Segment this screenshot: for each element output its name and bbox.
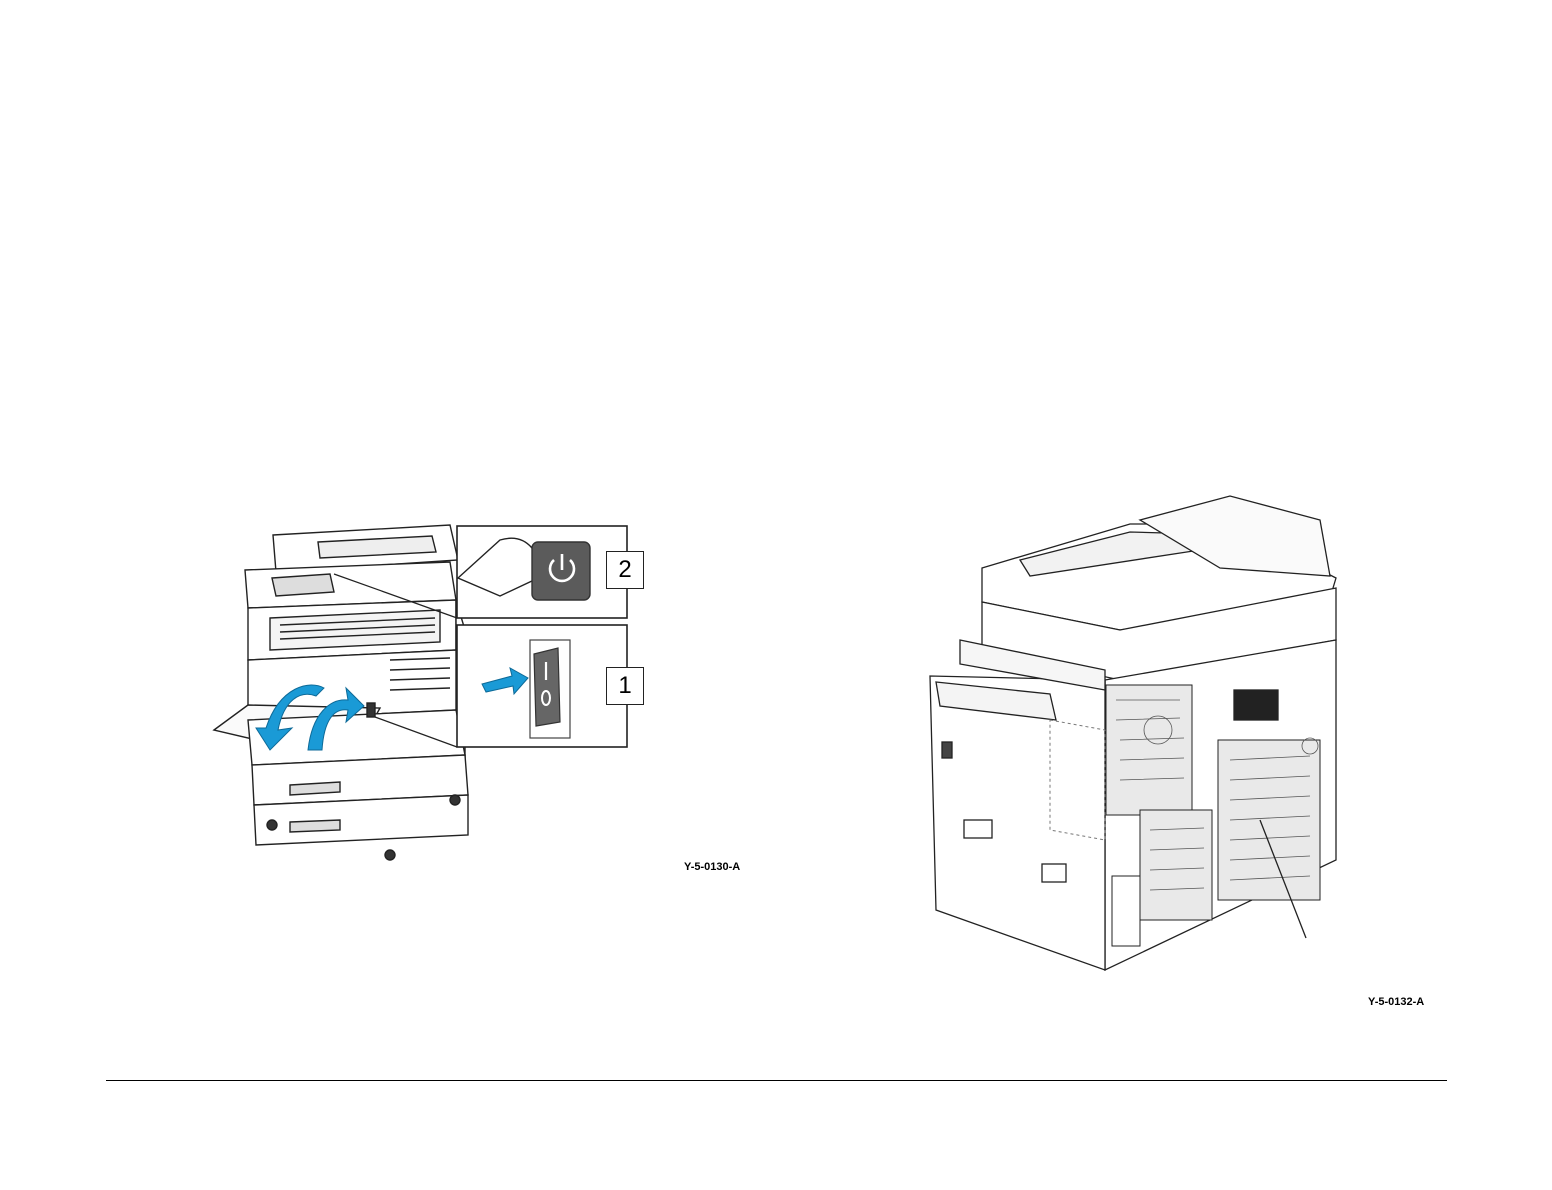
callout-box-power-button: [457, 526, 627, 618]
callout-number-2-label: 2: [618, 556, 631, 584]
footer-divider: [106, 1080, 1447, 1081]
printer-front-illustration: [200, 500, 660, 880]
callout-number-1-label: 1: [618, 672, 631, 700]
power-button-icon: [532, 542, 590, 600]
figure-rear-view: [900, 480, 1460, 980]
callout-number-2: 2: [606, 551, 644, 589]
callout-box-main-power-switch: [457, 625, 627, 747]
figure-id-left: Y-5-0130-A: [684, 861, 740, 873]
figure-id-right: Y-5-0132-A: [1368, 996, 1424, 1008]
figure-power-on-sequence: [200, 500, 660, 880]
callout-number-1: 1: [606, 667, 644, 705]
printer-rear-view: [900, 480, 1460, 980]
